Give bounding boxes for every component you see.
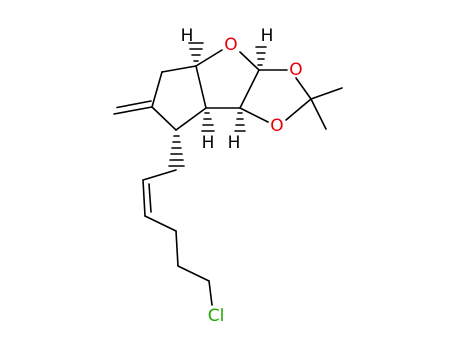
bond-chain-6 [208, 280, 213, 306]
bond-o2-cq [295, 77, 312, 100]
bond-o3-cq [285, 98, 312, 121]
bond-c6a-o1 [195, 49, 223, 67]
bond-o1-c2 [239, 51, 260, 71]
atom-cl: Cl [208, 306, 225, 326]
bond-c1-c2 [239, 69, 260, 109]
bond-c5-c4 [151, 71, 163, 108]
atom-o-dioxolane-bottom: O [270, 116, 283, 136]
atom-h-c1: H [228, 133, 241, 153]
hashed-bond-c1-h [234, 112, 246, 132]
atom-h-c3a: H [202, 133, 215, 153]
bond-chain-db-b [148, 183, 152, 213]
bond-c1-o3 [239, 107, 269, 123]
bond-chain-5 [177, 265, 210, 282]
hashed-bond-c6a-h [188, 42, 204, 62]
bond-c4-c3 [151, 106, 177, 131]
hashed-bond-c3a-h [201, 112, 215, 132]
bond-cq-me2 [310, 98, 327, 130]
atom-o-ring: O [224, 35, 237, 55]
bond-c6a-c5 [161, 65, 197, 73]
bond-methylene-b [116, 100, 152, 109]
bond-chain-3 [144, 215, 177, 232]
bond-chain-1 [142, 169, 177, 181]
hashed-bond-c2-h [255, 46, 267, 66]
bond-cq-me1 [310, 87, 343, 100]
bond-c3-c3a [175, 107, 207, 131]
bond-chain-4 [175, 230, 179, 267]
bond-c3a-c6a [195, 65, 207, 109]
atom-h-c2: H [261, 26, 274, 46]
bond-chain-db-a [142, 179, 146, 217]
bond-methylene-a [113, 106, 153, 115]
atom-o-dioxolane-top: O [289, 60, 302, 80]
atom-h-c6a: H [181, 26, 194, 46]
hashed-bond-c3-chain [168, 135, 185, 167]
